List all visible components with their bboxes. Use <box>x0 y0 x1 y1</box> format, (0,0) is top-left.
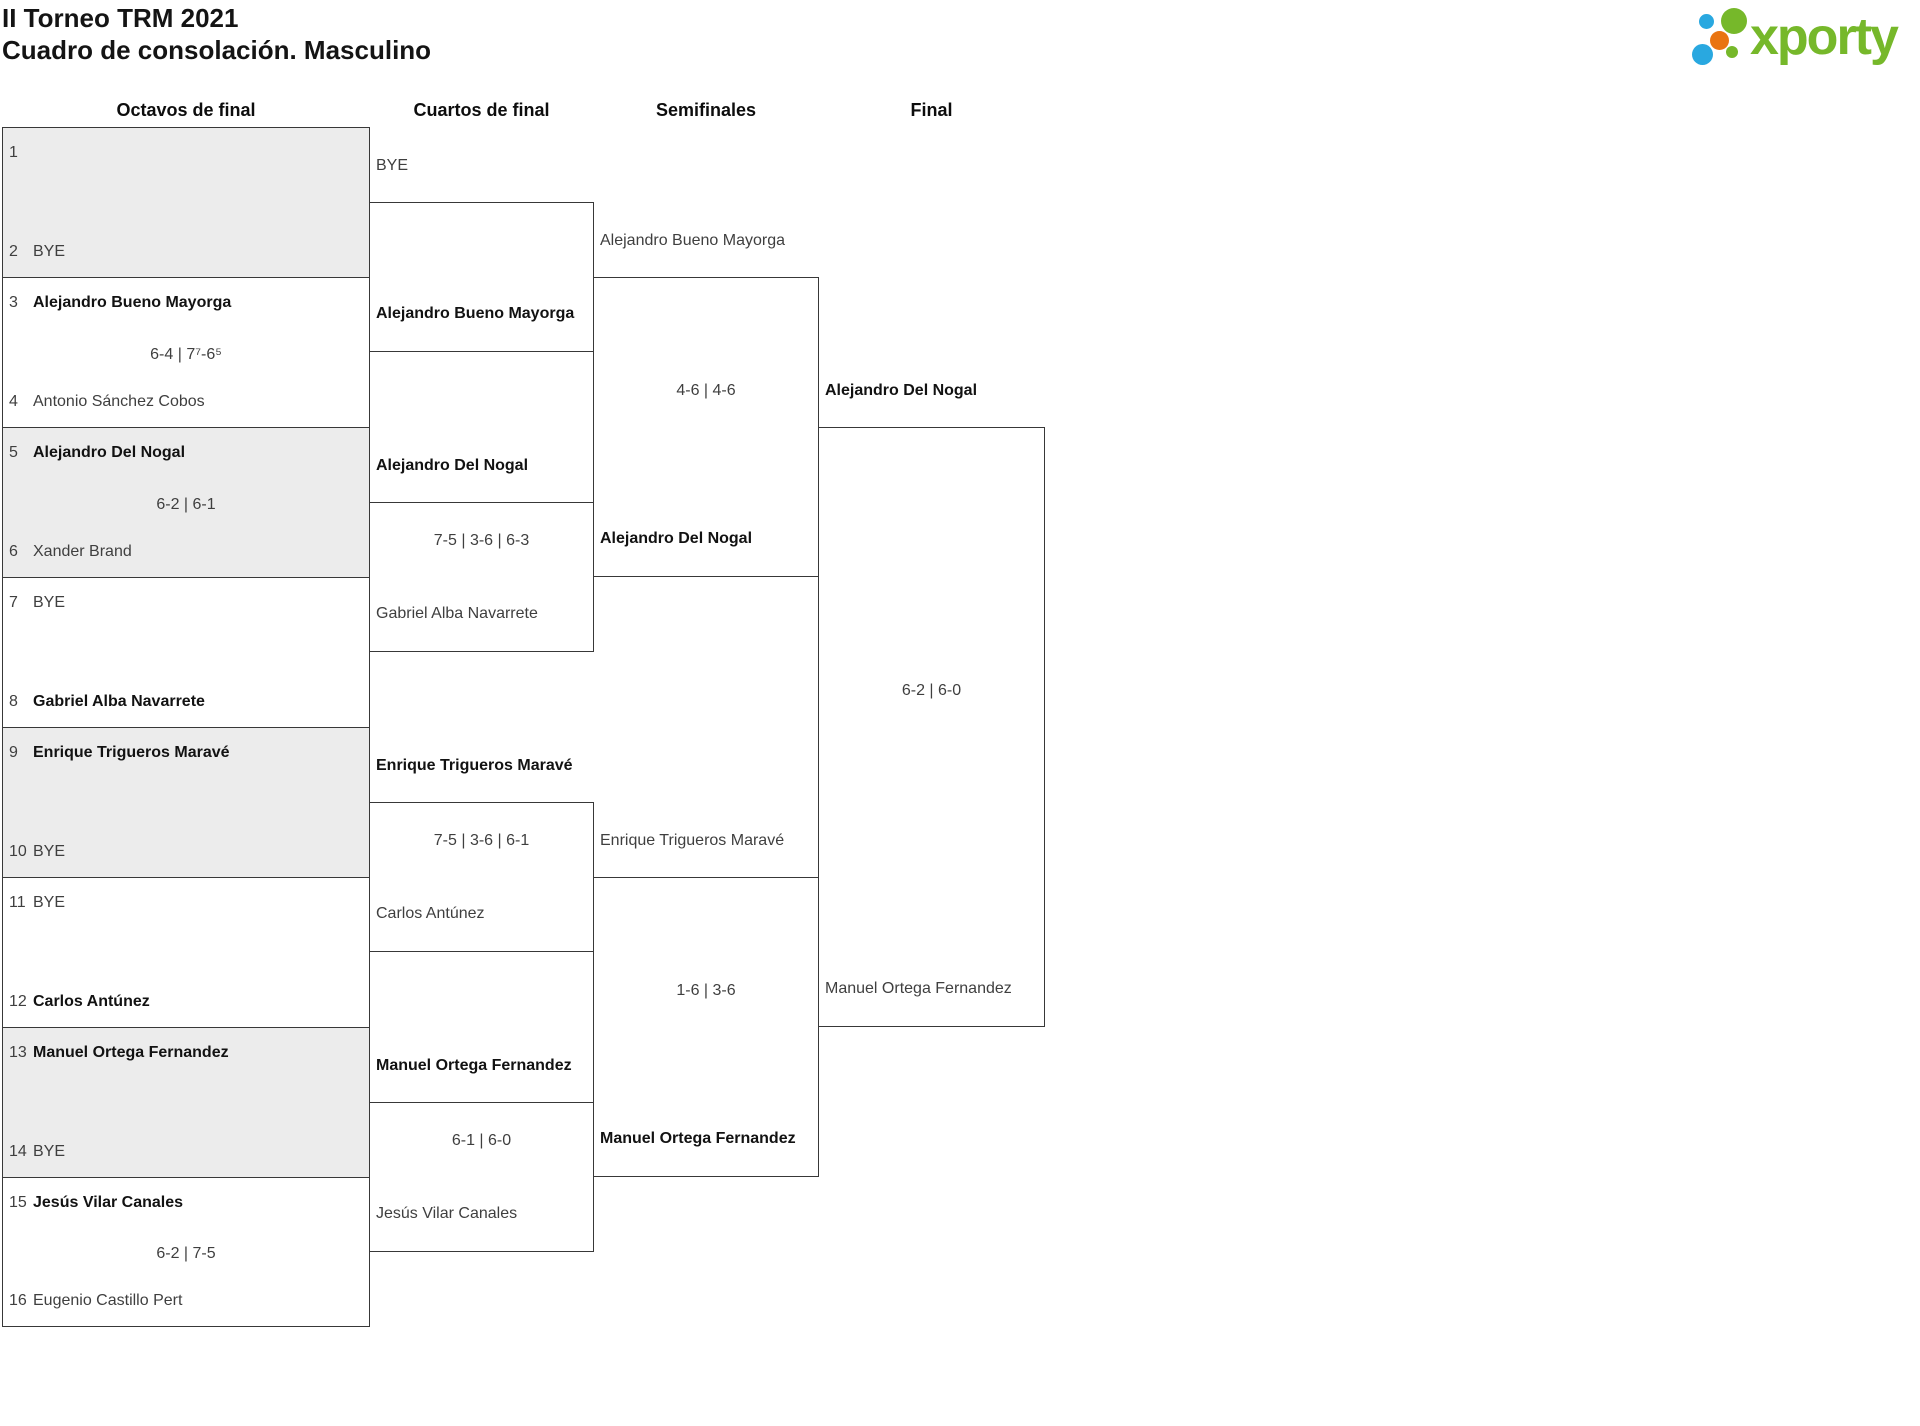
seed: 7 <box>9 594 18 611</box>
player-name: Xander Brand <box>33 543 132 560</box>
player-row: 10 BYE <box>9 842 365 862</box>
player-name: Alejandro Del Nogal <box>33 444 186 461</box>
semifinal-match-2: Enrique Trigueros Maravé 1-6 | 3-6 Manue… <box>593 832 819 1177</box>
seed: 11 <box>9 894 26 911</box>
player-name: Carlos Antúnez <box>376 905 485 922</box>
player-row: 5 Alejandro Del Nogal <box>9 443 365 463</box>
player-name: Enrique Trigueros Maravé <box>600 832 785 849</box>
player-name: BYE <box>33 894 66 911</box>
page-title-block: II Torneo TRM 2021 Cuadro de consolación… <box>2 2 431 66</box>
player-name: Manuel Ortega Fernandez <box>600 1130 796 1147</box>
player-row: 15 Jesús Vilar Canales <box>9 1193 365 1213</box>
player-name: Alejandro Bueno Mayorga <box>33 294 232 311</box>
logo-dot-big-blue <box>1692 44 1713 65</box>
seed: 13 <box>9 1044 27 1061</box>
round-header-semifinales: Semifinales <box>655 100 757 120</box>
seed: 12 <box>9 993 27 1010</box>
player-row: 3 Alejandro Bueno Mayorga <box>9 293 365 313</box>
player-name: BYE <box>33 1143 66 1160</box>
match-score: 1-6 | 3-6 <box>676 982 736 999</box>
player-name: BYE <box>33 594 66 611</box>
seed: 10 <box>9 843 27 860</box>
match-score: 6-4 | 7⁷-6⁵ <box>150 345 222 363</box>
player-row: 11 BYE <box>9 893 365 913</box>
xporty-logo[interactable]: xporty <box>1686 2 1918 76</box>
match-score: 7-5 | 3-6 | 6-3 <box>433 532 530 549</box>
seed: 4 <box>9 393 18 410</box>
octavos-match-6: 11 BYE 12 Carlos Antúnez <box>2 877 370 1027</box>
player-name: Alejandro Del Nogal <box>600 530 753 547</box>
seed: 2 <box>9 243 18 260</box>
seed: 8 <box>9 693 18 710</box>
player-name: BYE <box>33 243 66 260</box>
match-score: 4-6 | 4-6 <box>676 382 736 399</box>
player-row: 8 Gabriel Alba Navarrete <box>9 692 365 712</box>
player-name: Jesús Vilar Canales <box>376 1205 518 1222</box>
octavos-match-4: 7 BYE 8 Gabriel Alba Navarrete <box>2 577 370 727</box>
player-row: 4 Antonio Sánchez Cobos <box>9 392 365 412</box>
seed: 14 <box>9 1143 27 1160</box>
round-header-final: Final <box>910 100 953 120</box>
player-name: Enrique Trigueros Maravé <box>33 744 230 761</box>
player-name: Manuel Ortega Fernandez <box>376 1057 572 1074</box>
round-header-octavos: Octavos de final <box>116 100 256 120</box>
player-row: 1 <box>9 143 365 163</box>
player-name: Carlos Antúnez <box>33 993 150 1010</box>
octavos-match-1: 1 2 BYE <box>2 127 370 277</box>
player-name: Antonio Sánchez Cobos <box>33 393 205 410</box>
octavos-match-5: 9 Enrique Trigueros Maravé 10 BYE <box>2 727 370 877</box>
player-row: 12 Carlos Antúnez <box>9 992 365 1012</box>
seed: 1 <box>9 144 18 161</box>
player-name: Alejandro Del Nogal <box>825 382 978 399</box>
logo-dot-big-green <box>1721 8 1747 34</box>
octavos-match-3: 5 Alejandro Del Nogal 6-2 | 6-1 6 Xander B… <box>2 427 370 577</box>
seed: 15 <box>9 1194 27 1211</box>
player-name: BYE <box>33 843 66 860</box>
cuartos-match-4: Manuel Ortega Fernandez 6-1 | 6-0 Jesús … <box>369 1057 594 1252</box>
match-score: 6-2 | 7-5 <box>156 1245 216 1262</box>
match-score: 6-2 | 6-1 <box>156 495 216 513</box>
seed: 16 <box>9 1292 27 1309</box>
page-title: II Torneo TRM 2021 <box>2 3 239 33</box>
logo-dot-small-green <box>1726 46 1738 58</box>
round-header-cuartos: Cuartos de final <box>413 100 550 120</box>
match-score: 7-5 | 3-6 | 6-1 <box>433 832 530 849</box>
octavos-match-2: 3 Alejandro Bueno Mayorga 6-4 | 7⁷-6⁵ 4 An… <box>2 277 370 427</box>
player-name: Gabriel Alba Navarrete <box>33 693 205 710</box>
player-name: BYE <box>376 157 409 174</box>
match-score: 6-2 | 6-0 <box>901 682 962 699</box>
player-name: Jesús Vilar Canales <box>33 1194 184 1211</box>
seed: 6 <box>9 543 18 560</box>
cuartos-match-1: BYE Alejandro Bueno Mayorga <box>369 157 594 352</box>
seed: 9 <box>9 744 18 761</box>
final-match: Alejandro Del Nogal 6-2 | 6-0 Manuel Ort… <box>818 382 1045 1027</box>
player-row: 9 Enrique Trigueros Maravé <box>9 743 365 763</box>
player-name: Gabriel Alba Navarrete <box>376 605 538 622</box>
player-row: 13 Manuel Ortega Fernandez <box>9 1043 365 1063</box>
player-row: 16 Eugenio Castillo Pert <box>9 1291 365 1311</box>
cuartos-match-2: Alejandro Del Nogal 7-5 | 3-6 | 6-3 Gabr… <box>369 457 594 652</box>
player-name: Alejandro Bueno Mayorga <box>600 232 786 249</box>
logo-dot-orange <box>1710 31 1729 50</box>
player-name: Alejandro Del Nogal <box>376 457 529 474</box>
player-name: Enrique Trigueros Maravé <box>376 757 573 774</box>
player-name: Alejandro Bueno Mayorga <box>376 305 575 322</box>
seed: 5 <box>9 444 18 461</box>
semifinal-match-1: Alejandro Bueno Mayorga 4-6 | 4-6 Alejan… <box>593 232 819 577</box>
octavos-match-8: 15 Jesús Vilar Canales 6-2 | 7-5 16 Eugeni… <box>2 1177 370 1327</box>
octavos-match-7: 13 Manuel Ortega Fernandez 14 BYE <box>2 1027 370 1177</box>
player-row: 6 Xander Brand <box>9 542 365 562</box>
player-name: Manuel Ortega Fernandez <box>33 1044 229 1061</box>
logo-text: xporty <box>1750 8 1899 66</box>
page-subtitle: Cuadro de consolación. Masculino <box>2 35 432 65</box>
player-name: Eugenio Castillo Pert <box>33 1292 183 1309</box>
player-row: 2 BYE <box>9 242 365 262</box>
player-row: 7 BYE <box>9 593 365 613</box>
logo-dot-small-blue <box>1699 14 1714 29</box>
player-name: Manuel Ortega Fernandez <box>825 980 1012 997</box>
seed: 3 <box>9 294 18 311</box>
player-row: 14 BYE <box>9 1142 365 1162</box>
cuartos-match-3: Enrique Trigueros Maravé 7-5 | 3-6 | 6-1… <box>369 757 594 952</box>
match-score: 6-1 | 6-0 <box>451 1132 512 1149</box>
